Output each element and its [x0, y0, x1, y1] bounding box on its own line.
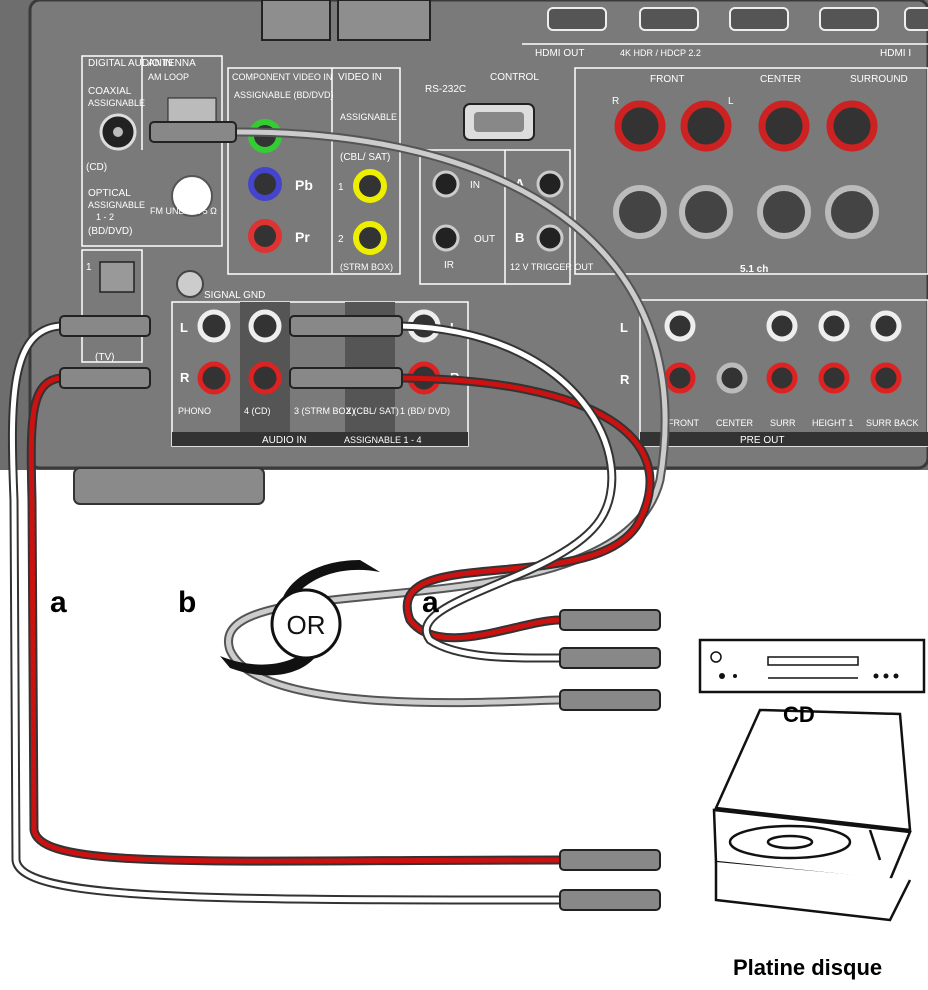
optical-bddvd-label: (BD/DVD)	[88, 226, 132, 237]
signal-gnd-label: SIGNAL GND	[204, 290, 265, 301]
center-label: CENTER	[760, 74, 801, 85]
video-1-label: 1	[338, 182, 344, 193]
pre-r-label: R	[620, 372, 630, 387]
cable-a-left-label: a	[50, 586, 67, 619]
coaxial-label: COAXIAL	[88, 86, 132, 97]
pre-front-label: FRONT	[668, 418, 699, 428]
am-loop-label: AM LOOP	[148, 72, 189, 82]
pre-out-block: L R FRONT CENTER SURR HEIGHT 1 SURR BACK…	[620, 299, 928, 447]
audio-assign-label: ASSIGNABLE 1 - 4	[344, 435, 422, 445]
rs232c-label: RS-232C	[425, 84, 466, 95]
in2-label: 2 (CBL/ SAT)	[346, 406, 399, 416]
surround-label: SURROUND	[850, 74, 908, 85]
plug-cd-red	[289, 367, 403, 389]
audio-in-label: AUDIO IN	[262, 435, 306, 446]
fm-antenna-jack	[171, 175, 213, 217]
cable-b-label: b	[178, 586, 197, 619]
speaker-block: FRONT CENTER SURROUND R L 5.1 ch	[574, 67, 928, 275]
cable-a-right-label: a	[422, 586, 439, 619]
pre-l-label: L	[620, 320, 628, 335]
pre-center-label: CENTER	[716, 418, 754, 428]
cables	[7, 127, 670, 905]
ir-out-label: OUT	[474, 234, 495, 245]
pr-label: Pr	[295, 229, 310, 245]
trigger-b-label: B	[515, 230, 524, 245]
ch51-label: 5.1 ch	[740, 264, 768, 275]
trigger-label: 12 V TRIGGER OUT	[510, 262, 594, 272]
optical-jack	[99, 261, 135, 293]
speaker-r-label: R	[612, 96, 619, 107]
coaxial-cd-label: (CD)	[86, 162, 107, 173]
signal-gnd-screw	[176, 270, 204, 298]
video-2-label: 2	[338, 234, 344, 245]
digital-audio-in-label: DIGITAL AUDIO IN	[88, 58, 172, 69]
pre-height-label: HEIGHT 1	[812, 418, 853, 428]
video-strm-label: (STRM BOX)	[340, 262, 393, 272]
hdmi-in-label: HDMI I	[880, 48, 911, 59]
antenna-label: ANTENNA	[148, 58, 196, 69]
ir-in-label: IN	[470, 180, 480, 191]
in3-label: 3 (STRM BOX)	[294, 406, 355, 416]
optical-label: OPTICAL	[88, 188, 131, 199]
pre-surrback-label: SURR BACK	[866, 418, 919, 428]
plug-left-white	[59, 315, 151, 337]
turntable-label: Platine disque	[733, 955, 883, 980]
plug-coaxial	[149, 121, 237, 143]
cd-player	[698, 638, 926, 694]
or-label: OR	[287, 610, 326, 640]
optical-range-label: 1 - 2	[96, 212, 114, 222]
fm-label: FM UNBAL 75 Ω	[150, 206, 217, 216]
plug-cd-end-red	[559, 609, 661, 631]
plug-turntable-red	[559, 849, 661, 871]
plug-turntable-white	[559, 889, 661, 911]
video-assign-label: ASSIGNABLE	[340, 112, 397, 122]
pre-surr-label: SURR	[770, 418, 796, 428]
hdmi-section: HDMI OUT 4K HDR / HDCP 2.2 HDMI I	[261, 0, 928, 59]
video-cblsat-label: (CBL/ SAT)	[340, 152, 390, 163]
in4-label: 4 (CD)	[244, 406, 271, 416]
hdmi-out-label: HDMI OUT	[535, 48, 584, 59]
phono-label: PHONO	[178, 406, 211, 416]
audio-l-label: L	[180, 320, 188, 335]
video-in-label: VIDEO IN	[338, 72, 382, 83]
front-label: FRONT	[650, 74, 684, 85]
trigger-a-label: A	[515, 176, 525, 191]
optical-tv-label: (TV)	[95, 352, 114, 363]
turntable	[712, 708, 912, 922]
video-block: COMPONENT VIDEO IN VIDEO IN ASSIGNABLE (…	[227, 67, 401, 275]
plug-cd-end-white	[559, 647, 661, 669]
rca-plugs	[59, 121, 661, 911]
plug-cd-end-coaxial	[559, 689, 661, 711]
hdmi-hdcp-label: 4K HDR / HDCP 2.2	[620, 48, 701, 58]
or-symbol: OR	[220, 560, 380, 676]
ir-label: IR	[444, 260, 454, 271]
cd-label: CD	[783, 702, 815, 727]
in1-label: 1 (BD/ DVD)	[400, 406, 450, 416]
receiver-foot	[73, 467, 265, 505]
speaker-l-label: L	[728, 96, 734, 107]
audio-r-label: R	[180, 370, 190, 385]
control-label: CONTROL	[490, 72, 539, 83]
component-video-label: COMPONENT VIDEO IN	[232, 72, 332, 82]
pre-out-label: PRE OUT	[740, 435, 784, 446]
coaxial-assignable-label: ASSIGNABLE	[88, 98, 145, 108]
pb-label: Pb	[295, 177, 313, 193]
component-assign-label: ASSIGNABLE (BD/DVD)	[234, 90, 334, 100]
optical-assignable-label: ASSIGNABLE	[88, 200, 145, 210]
plug-left-red	[59, 367, 151, 389]
plug-cd-white	[289, 315, 403, 337]
optical-1-label: 1	[86, 262, 92, 273]
